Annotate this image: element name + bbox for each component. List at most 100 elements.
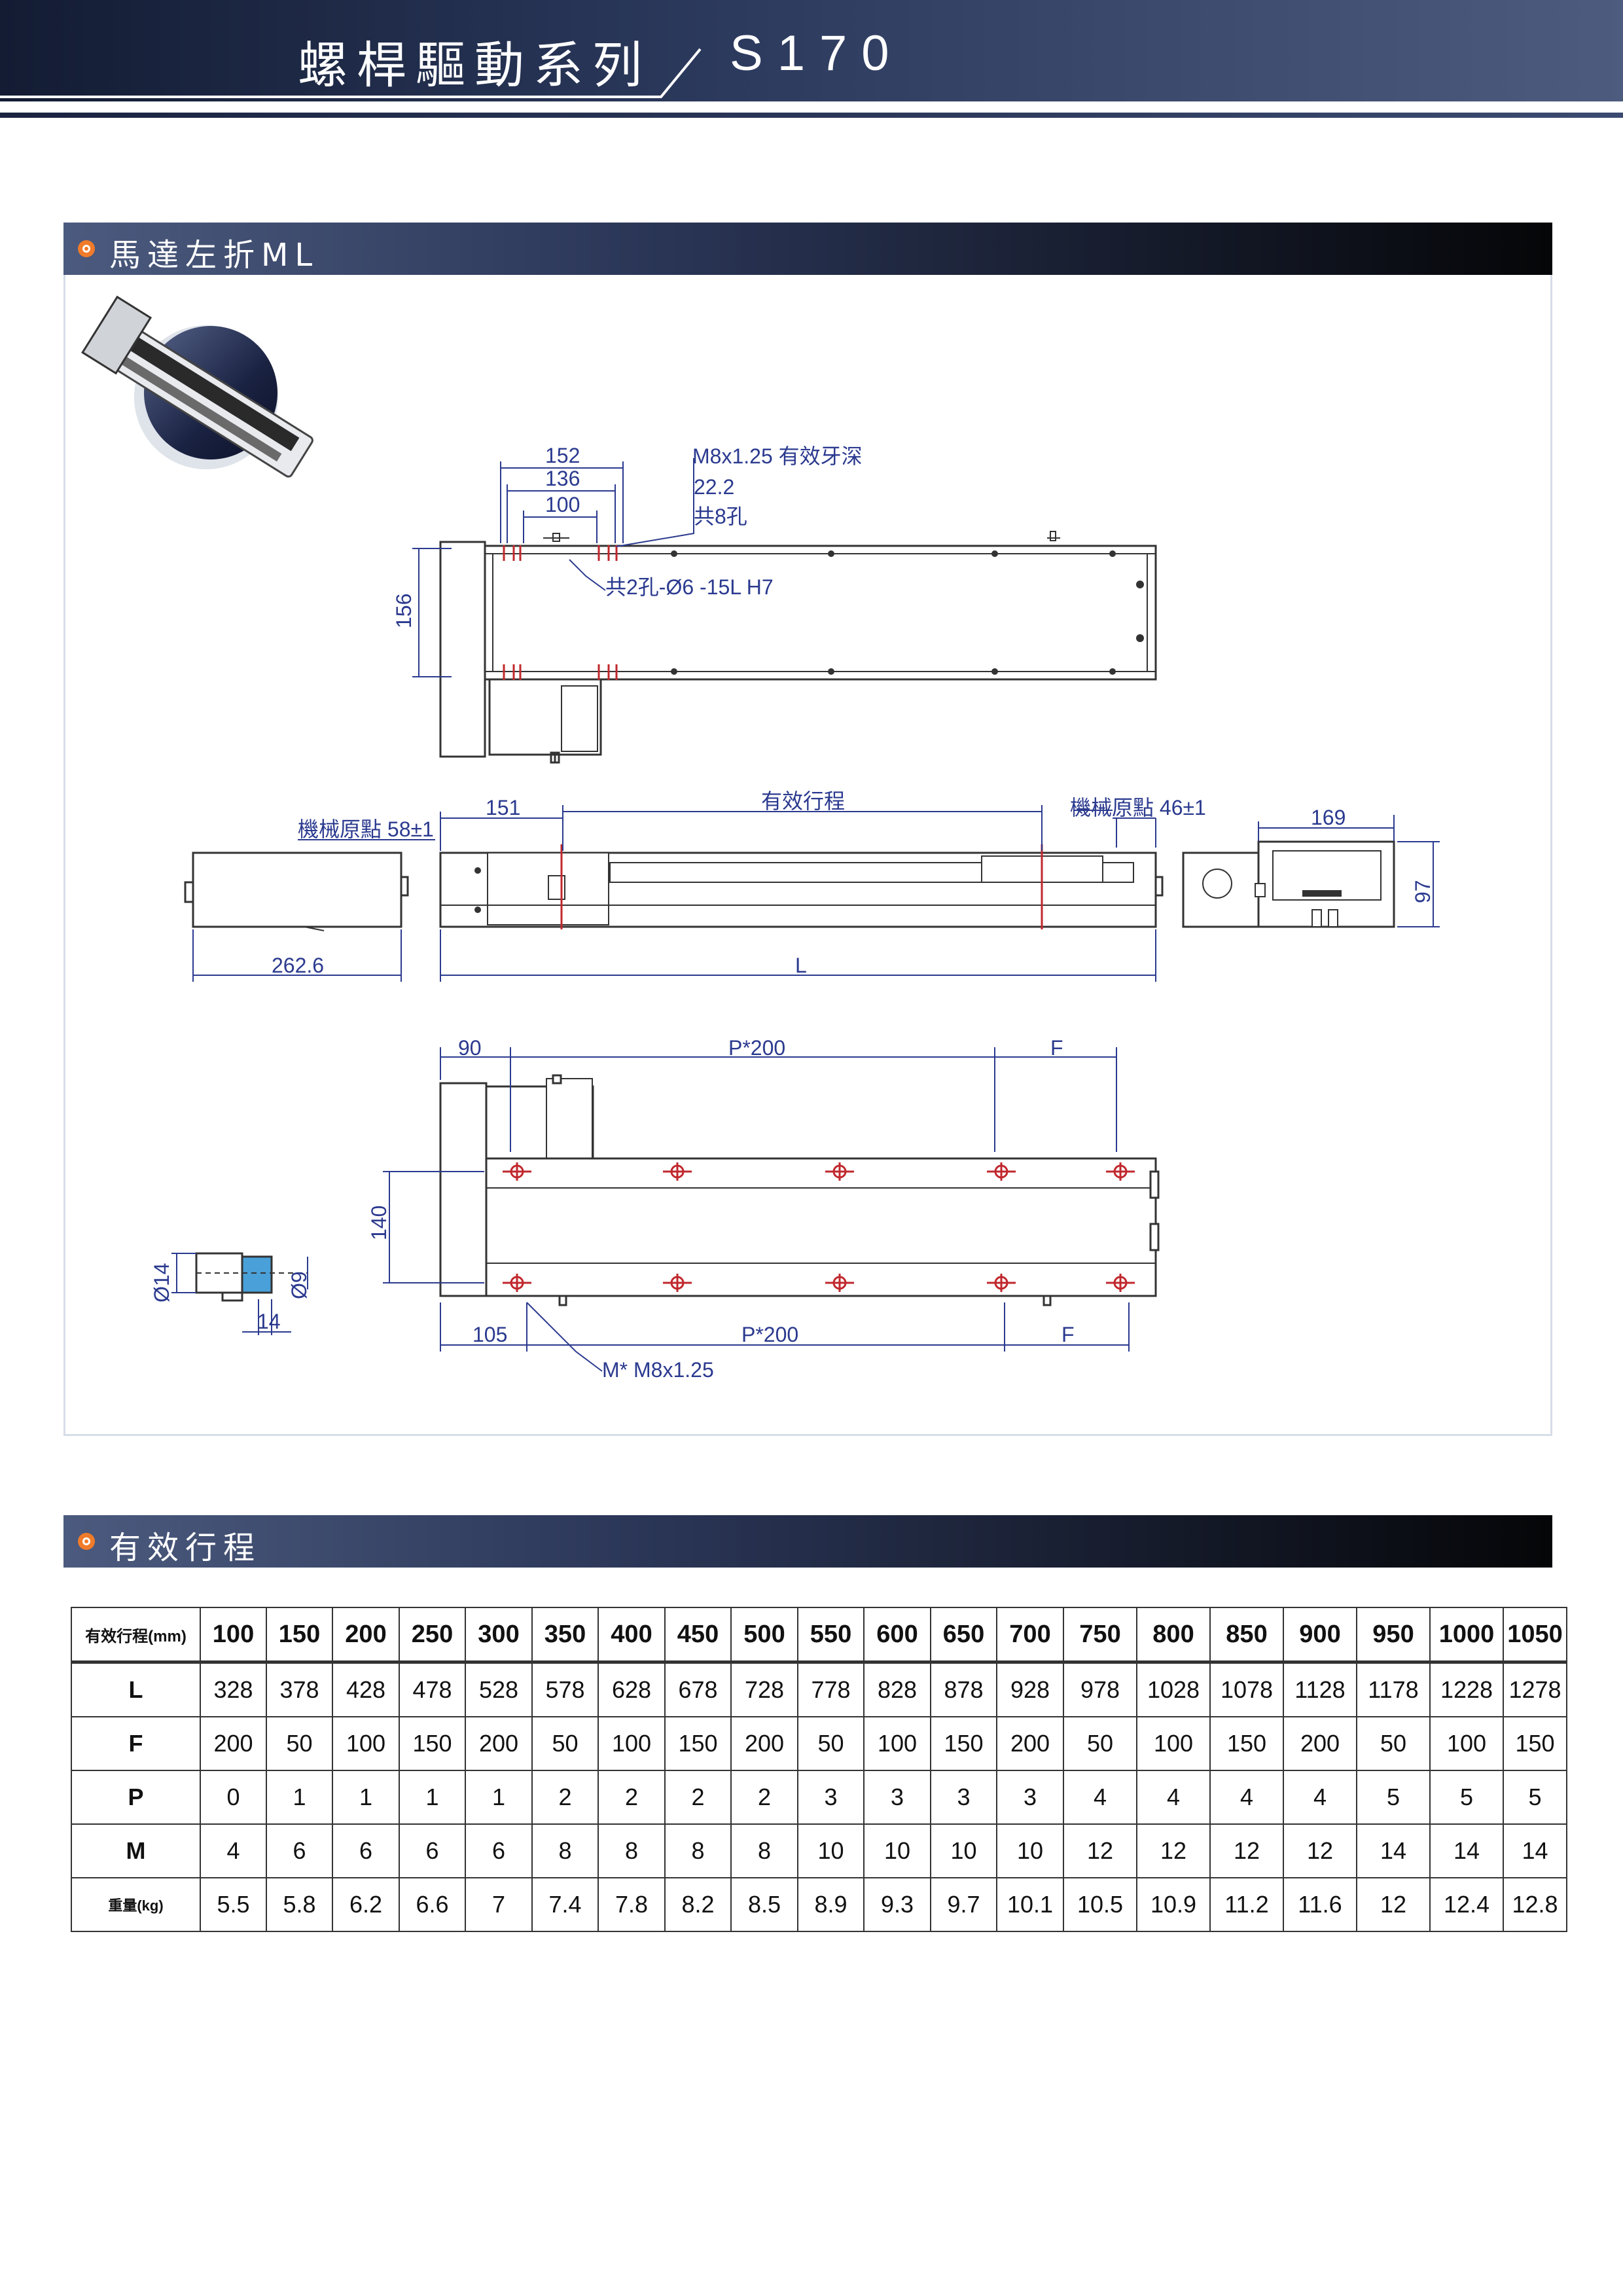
table-cell: 12 bbox=[1063, 1823, 1137, 1878]
header-stroke-value: 650 bbox=[930, 1607, 997, 1664]
table-cell: 4 bbox=[1283, 1770, 1357, 1825]
table-cell: 50 bbox=[266, 1716, 333, 1771]
table-cell: 8 bbox=[531, 1823, 599, 1878]
header-stroke-value: 700 bbox=[996, 1607, 1064, 1664]
header-stroke-value: 800 bbox=[1136, 1607, 1211, 1664]
table-cell: 678 bbox=[664, 1661, 732, 1717]
table-cell: 12 bbox=[1356, 1877, 1431, 1932]
table-cell: 8 bbox=[730, 1823, 798, 1878]
row-label: M bbox=[71, 1823, 201, 1878]
table-cell: 5.5 bbox=[200, 1877, 267, 1932]
header-stroke-label: 有效行程(mm) bbox=[71, 1607, 201, 1664]
end-view bbox=[1182, 840, 1395, 928]
technical-drawing: 152 136 100 M8x1.25 有效牙深 22.2 共8孔 共2孔-Ø6… bbox=[81, 295, 1440, 1382]
row-label: 重量(kg) bbox=[71, 1877, 201, 1932]
table-cell: 150 bbox=[1503, 1716, 1567, 1771]
table-cell: 728 bbox=[730, 1661, 798, 1717]
table-cell: 150 bbox=[399, 1716, 466, 1771]
table-cell: 100 bbox=[863, 1716, 931, 1771]
header-stroke-value: 1050 bbox=[1503, 1607, 1567, 1664]
table-cell: 2 bbox=[664, 1770, 732, 1825]
dim-phi9: Ø9 bbox=[287, 1271, 311, 1299]
header-stroke-value: 250 bbox=[399, 1607, 466, 1664]
table-cell: 100 bbox=[332, 1716, 400, 1771]
pitch-bottom: P*200 bbox=[741, 1323, 798, 1346]
table-cell: 8.9 bbox=[797, 1877, 865, 1932]
table-cell: 14 bbox=[1429, 1823, 1504, 1878]
top-rule bbox=[0, 113, 1623, 118]
table-cell: 8 bbox=[597, 1823, 666, 1878]
table-cell: 10 bbox=[996, 1823, 1064, 1878]
header-stroke-value: 500 bbox=[730, 1607, 798, 1664]
pitch-top: P*200 bbox=[728, 1036, 785, 1060]
table-cell: 6 bbox=[266, 1823, 333, 1878]
table-cell: 3 bbox=[863, 1770, 931, 1825]
table-cell: 150 bbox=[930, 1716, 997, 1771]
header-stroke-value: 150 bbox=[266, 1607, 333, 1664]
table-cell: 0 bbox=[200, 1770, 267, 1825]
table-cell: 3 bbox=[930, 1770, 997, 1825]
table-cell: 50 bbox=[797, 1716, 865, 1771]
table-cell: 200 bbox=[996, 1716, 1064, 1771]
origin-left: 機械原點 58±1 bbox=[298, 817, 434, 841]
table-cell: 1 bbox=[332, 1770, 400, 1825]
model-title: S170 bbox=[730, 26, 904, 81]
table-cell: 9.7 bbox=[930, 1877, 997, 1932]
table-cell: 1 bbox=[399, 1770, 466, 1825]
table-cell: 12 bbox=[1283, 1823, 1357, 1878]
pin-note: 共2孔-Ø6 -15L H7 bbox=[605, 575, 774, 599]
dim-140: 140 bbox=[367, 1206, 391, 1240]
header-stroke-value: 400 bbox=[597, 1607, 666, 1664]
table-cell: 528 bbox=[465, 1661, 533, 1717]
table-cell: 11.2 bbox=[1209, 1877, 1284, 1932]
connector-profile bbox=[195, 1252, 308, 1302]
dim-262-6: 262.6 bbox=[272, 954, 324, 977]
series-title: 螺桿驅動系列 bbox=[298, 36, 651, 94]
hex-bullet-icon bbox=[78, 1533, 95, 1550]
dim-97: 97 bbox=[1411, 880, 1435, 903]
table-cell: 150 bbox=[1209, 1716, 1284, 1771]
table-cell: 10 bbox=[863, 1823, 931, 1878]
table-cell: 2 bbox=[531, 1770, 599, 1825]
origin-right: 機械原點 46±1 bbox=[1070, 796, 1206, 819]
table-cell: 1228 bbox=[1429, 1661, 1504, 1717]
table-cell: 200 bbox=[200, 1716, 267, 1771]
dim-phi14: Ø14 bbox=[150, 1263, 173, 1302]
table-cell: 478 bbox=[399, 1661, 466, 1717]
table-cell: 4 bbox=[1209, 1770, 1284, 1825]
header-stroke-value: 750 bbox=[1063, 1607, 1137, 1664]
table-cell: 200 bbox=[465, 1716, 533, 1771]
table-cell: 1078 bbox=[1209, 1661, 1284, 1717]
table-cell: 5 bbox=[1429, 1770, 1504, 1825]
f-bottom: F bbox=[1061, 1323, 1075, 1346]
table-cell: 978 bbox=[1063, 1661, 1137, 1717]
table-cell: 14 bbox=[1503, 1823, 1567, 1878]
table-cell: 7.4 bbox=[531, 1877, 599, 1932]
header-stroke-value: 900 bbox=[1283, 1607, 1357, 1664]
table-cell: 878 bbox=[930, 1661, 997, 1717]
table-cell: 628 bbox=[597, 1661, 666, 1717]
table-cell: 7.8 bbox=[597, 1877, 666, 1932]
header-stroke-value: 550 bbox=[797, 1607, 865, 1664]
table-cell: 4 bbox=[1063, 1770, 1137, 1825]
table-cell: 6 bbox=[465, 1823, 533, 1878]
table-cell: 14 bbox=[1356, 1823, 1431, 1878]
table-cell: 4 bbox=[1136, 1770, 1211, 1825]
stroke-label: 有效行程 bbox=[761, 789, 845, 813]
table-cell: 11.6 bbox=[1283, 1877, 1357, 1932]
table-cell: 9.3 bbox=[863, 1877, 931, 1932]
bottom-view bbox=[439, 1074, 1160, 1306]
table-cell: 150 bbox=[664, 1716, 732, 1771]
table-cell: 100 bbox=[597, 1716, 666, 1771]
header-stroke-value: 600 bbox=[863, 1607, 931, 1664]
section-header-stroke: 有效行程 bbox=[63, 1515, 1552, 1568]
header-stroke-value: 1000 bbox=[1429, 1607, 1504, 1664]
top-view bbox=[439, 531, 1157, 764]
tap-note-3: 共8孔 bbox=[694, 505, 747, 528]
table-cell: 778 bbox=[797, 1661, 865, 1717]
